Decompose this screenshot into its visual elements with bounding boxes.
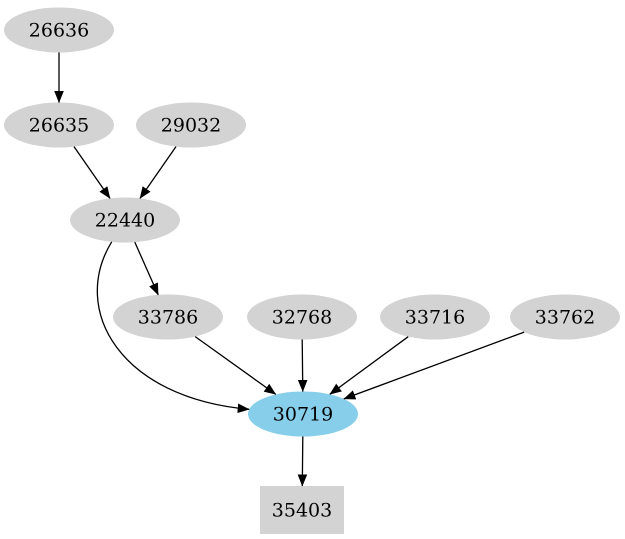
graph-node-26636: 26636 — [4, 7, 114, 53]
node-label-26636: 26636 — [29, 20, 89, 42]
node-box-35403 — [260, 486, 344, 534]
edge-33716-30719 — [329, 336, 409, 395]
node-ellipse-32768 — [247, 294, 357, 340]
edge-29032-22440 — [139, 146, 177, 199]
node-ellipse-30719 — [248, 391, 358, 437]
graph-node-22440: 22440 — [70, 197, 180, 243]
edge-22440-30719 — [96, 241, 250, 414]
edge-32768-30719 — [297, 339, 308, 392]
edge-33762-30719 — [343, 331, 525, 400]
graph-node-30719: 30719 — [248, 391, 358, 437]
graph-node-26635: 26635 — [4, 102, 114, 148]
node-ellipse-29032 — [136, 102, 246, 148]
node-ellipse-26635 — [4, 102, 114, 148]
graph-node-29032: 29032 — [136, 102, 246, 148]
edge-30719-35403 — [297, 436, 308, 487]
node-ellipse-26636 — [4, 7, 114, 53]
node-label-26635: 26635 — [29, 115, 89, 137]
node-label-29032: 29032 — [161, 115, 221, 137]
graph-node-33716: 33716 — [380, 294, 490, 340]
edge-33786-30719 — [194, 336, 277, 395]
node-ellipse-33786 — [113, 294, 223, 340]
graph-node-32768: 32768 — [247, 294, 357, 340]
node-label-30719: 30719 — [273, 404, 333, 426]
node-label-33786: 33786 — [138, 307, 198, 329]
graph-node-33762: 33762 — [510, 294, 620, 340]
graph-node-33786: 33786 — [113, 294, 223, 340]
node-ellipse-33762 — [510, 294, 620, 340]
node-ellipse-33716 — [380, 294, 490, 340]
graph-node-35403: 35403 — [260, 486, 344, 534]
node-label-32768: 32768 — [272, 307, 332, 329]
node-label-22440: 22440 — [95, 210, 155, 232]
edge-22440-33786 — [134, 241, 159, 296]
node-label-35403: 35403 — [272, 500, 332, 522]
node-ellipse-22440 — [70, 197, 180, 243]
node-label-33716: 33716 — [405, 307, 465, 329]
node-label-33762: 33762 — [535, 307, 595, 329]
edge-26635-22440 — [73, 146, 111, 199]
